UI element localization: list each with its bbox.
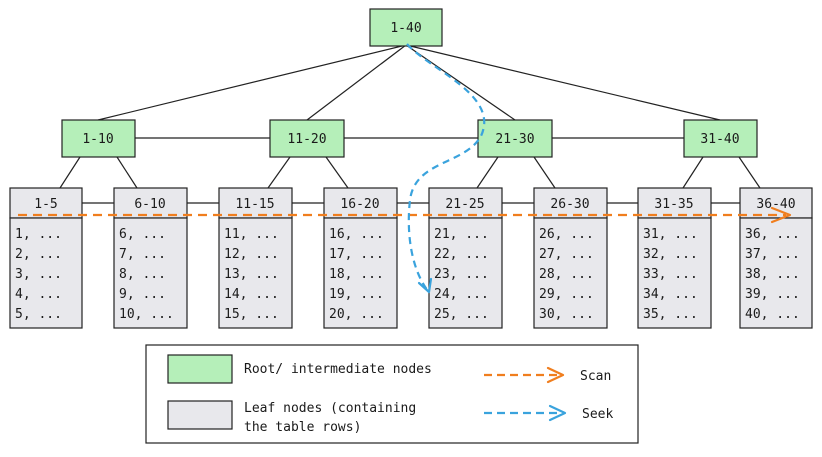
- leaf-row: 24, ...: [434, 287, 489, 302]
- leaf-node-label: 6-10: [134, 197, 165, 212]
- edge-int3-leaf5: [476, 156, 499, 189]
- leaf-row: 2, ...: [15, 247, 62, 262]
- leaf-node-label: 21-25: [445, 197, 484, 212]
- leaf-row: 1, ...: [15, 227, 62, 242]
- leaf-node-2: 6-10 6, ... 7, ... 8, ... 9, ... 10, ...: [113, 187, 188, 329]
- edge-int4-leaf8: [738, 156, 761, 189]
- leaf-node-label: 1-5: [34, 197, 57, 212]
- leaf-row: 40, ...: [745, 307, 800, 322]
- leaf-node-label: 16-20: [340, 197, 379, 212]
- leaf-row: 9, ...: [119, 287, 166, 302]
- leaf-node-4: 16-20 16, ... 17, ... 18, ... 19, ... 20…: [323, 187, 398, 329]
- intermediate-node-label: 31-40: [700, 132, 739, 147]
- leaf-row: 36, ...: [745, 227, 800, 242]
- leaf-row: 37, ...: [745, 247, 800, 262]
- leaf-node-label: 11-15: [235, 197, 274, 212]
- leaf-row: 4, ...: [15, 287, 62, 302]
- leaf-node-6: 26-30 26, ... 27, ... 28, ... 29, ... 30…: [533, 187, 608, 329]
- leaf-node-8: 36-40 36, ... 37, ... 38, ... 39, ... 40…: [739, 187, 813, 329]
- leaf-row: 38, ...: [745, 267, 800, 282]
- leaf-node-5: 21-25 21, ... 22, ... 23, ... 24, ... 25…: [428, 187, 503, 329]
- leaf-row: 13, ...: [224, 267, 279, 282]
- legend-internal-label: Root/ intermediate nodes: [244, 362, 432, 377]
- edge-int3-leaf6: [533, 156, 556, 189]
- leaf-row: 39, ...: [745, 287, 800, 302]
- leaf-row: 15, ...: [224, 307, 279, 322]
- intermediate-node-label: 11-20: [287, 132, 326, 147]
- leaf-row: 30, ...: [539, 307, 594, 322]
- legend-leaf-swatch: [167, 400, 233, 430]
- leaf-row: 33, ...: [643, 267, 698, 282]
- legend-seek-label: Seek: [582, 407, 613, 422]
- scan-path: [18, 206, 792, 224]
- legend-scan-label: Scan: [580, 369, 611, 384]
- intermediate-node-3: 21-30: [477, 119, 553, 158]
- leaf-row: 3, ...: [15, 267, 62, 282]
- legend-internal-swatch: [167, 354, 233, 384]
- leaf-row: 6, ...: [119, 227, 166, 242]
- intermediate-edges: [59, 156, 761, 189]
- intermediate-node-label: 1-10: [82, 132, 113, 147]
- intermediate-node-4: 31-40: [683, 119, 758, 158]
- leaf-row: 35, ...: [643, 307, 698, 322]
- leaf-node-3: 11-15 11, ... 12, ... 13, ... 14, ... 15…: [218, 187, 293, 329]
- legend-leaf-label-line1: Leaf nodes (containing: [244, 401, 416, 416]
- edge-int1-leaf2: [116, 156, 138, 189]
- leaf-row: 21, ...: [434, 227, 489, 242]
- leaf-row: 28, ...: [539, 267, 594, 282]
- leaf-row: 8, ...: [119, 267, 166, 282]
- legend-seek-arrow-icon: [548, 404, 567, 422]
- edge-int2-leaf4: [325, 156, 349, 189]
- seek-arrowhead-icon: [417, 277, 433, 294]
- edge-root-1: [97, 44, 407, 121]
- leaf-row: 27, ...: [539, 247, 594, 262]
- root-edges: [97, 44, 721, 121]
- leaf-row: 34, ...: [643, 287, 698, 302]
- edge-int4-leaf7: [682, 156, 704, 189]
- root-node: 1-40: [369, 8, 443, 47]
- leaf-row: 31, ...: [643, 227, 698, 242]
- leaf-row: 25, ...: [434, 307, 489, 322]
- leaf-row: 29, ...: [539, 287, 594, 302]
- intermediate-node-label: 21-30: [495, 132, 534, 147]
- intermediate-node-1: 1-10: [61, 119, 136, 158]
- scan-arrowhead-icon: [770, 206, 792, 224]
- edge-root-4: [405, 44, 721, 121]
- leaf-row: 17, ...: [329, 247, 384, 262]
- legend: Root/ intermediate nodes Leaf nodes (con…: [145, 344, 639, 444]
- leaf-row: 12, ...: [224, 247, 279, 262]
- intermediate-node-2: 11-20: [269, 119, 345, 158]
- leaf-row: 16, ...: [329, 227, 384, 242]
- edge-int1-leaf1: [59, 156, 81, 189]
- legend-leaf-label-line2: the table rows): [244, 420, 361, 435]
- leaf-row: 26, ...: [539, 227, 594, 242]
- leaf-row: 18, ...: [329, 267, 384, 282]
- leaf-row: 10, ...: [119, 307, 174, 322]
- leaf-row: 22, ...: [434, 247, 489, 262]
- leaf-node-7: 31-35 31, ... 32, ... 33, ... 34, ... 35…: [637, 187, 712, 329]
- edge-root-2: [306, 44, 407, 121]
- leaf-row: 32, ...: [643, 247, 698, 262]
- edge-int2-leaf3: [267, 156, 291, 189]
- leaf-row: 23, ...: [434, 267, 489, 282]
- root-node-label: 1-40: [390, 21, 421, 36]
- leaf-row: 11, ...: [224, 227, 279, 242]
- leaf-row: 7, ...: [119, 247, 166, 262]
- leaf-node-1: 1-5 1, ... 2, ... 3, ... 4, ... 5, ...: [9, 187, 83, 329]
- leaf-node-label: 26-30: [550, 197, 589, 212]
- leaf-node-label: 31-35: [654, 197, 693, 212]
- leaf-row: 5, ...: [15, 307, 62, 322]
- leaf-row: 14, ...: [224, 287, 279, 302]
- leaf-row: 20, ...: [329, 307, 384, 322]
- legend-scan-arrow-icon: [546, 366, 565, 384]
- leaf-row: 19, ...: [329, 287, 384, 302]
- edge-root-3: [405, 44, 516, 121]
- seek-path: [406, 43, 486, 294]
- leaf-node-label: 36-40: [756, 197, 795, 212]
